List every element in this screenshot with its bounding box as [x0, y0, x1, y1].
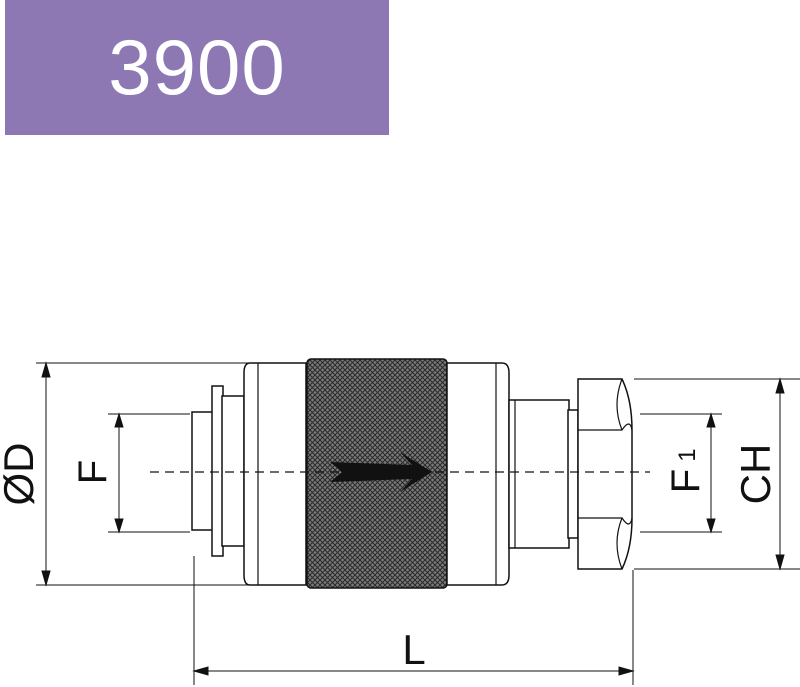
body-left — [243, 362, 307, 586]
plug-flange-inner — [221, 395, 245, 547]
dimension-length — [192, 556, 635, 685]
dimension-diameter — [36, 361, 248, 587]
hex-nut — [577, 378, 633, 570]
label-thread: F — [71, 460, 115, 484]
arrow-right-icon — [330, 452, 432, 492]
label-length: L — [402, 626, 425, 673]
dimension-thread — [108, 412, 190, 534]
svg-text:1: 1 — [674, 448, 701, 461]
model-banner: 3900 — [5, 0, 389, 135]
body-right — [446, 362, 510, 586]
label-thread-outlet: F 1 — [664, 448, 708, 493]
dimension-hex — [634, 377, 800, 571]
collar — [567, 409, 579, 539]
model-number: 3900 — [108, 23, 286, 111]
svg-text:F: F — [664, 469, 708, 493]
dimension-thread-outlet — [640, 412, 722, 534]
label-diameter: ØD — [0, 443, 42, 506]
neck — [508, 399, 570, 549]
label-hex: CH — [732, 444, 779, 505]
